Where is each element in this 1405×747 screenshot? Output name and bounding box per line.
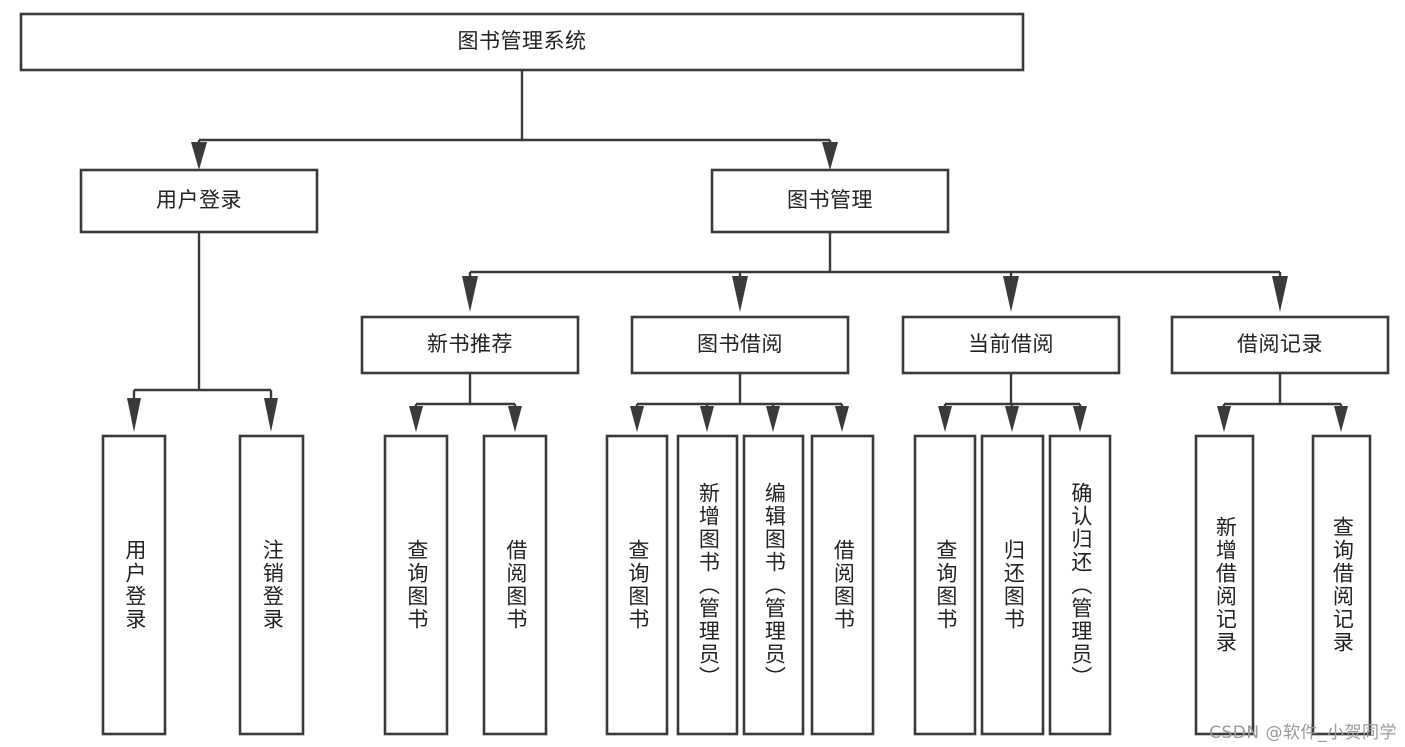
node-box-leaf-user-logout[interactable] bbox=[238, 434, 305, 736]
connector-userlogin-to-leaves bbox=[127, 232, 278, 432]
node-box-book-borrow[interactable] bbox=[630, 315, 850, 375]
connector-currentborrow-to-leaves bbox=[938, 373, 1087, 432]
connector-newbook-to-leaves bbox=[409, 373, 522, 432]
node-box-leaf-borrow-book[interactable] bbox=[810, 434, 875, 736]
node-box-leaf-return-book[interactable] bbox=[980, 434, 1045, 736]
node-box-leaf-add-borrow-record[interactable] bbox=[1194, 434, 1255, 736]
node-box-leaf-query-borrow-record[interactable] bbox=[1311, 434, 1372, 736]
node-box-leaf-query-book-rec[interactable] bbox=[383, 434, 449, 736]
node-box-root[interactable] bbox=[19, 12, 1025, 72]
node-box-leaf-user-login[interactable] bbox=[101, 434, 167, 736]
connector-root-to-level2 bbox=[191, 70, 838, 170]
connector-bookmgmt-to-level3 bbox=[462, 232, 1288, 312]
node-box-user-login[interactable] bbox=[79, 168, 319, 234]
node-box-borrow-records[interactable] bbox=[1170, 315, 1390, 375]
node-box-current-borrow[interactable] bbox=[901, 315, 1121, 375]
node-box-leaf-edit-book-admin[interactable] bbox=[742, 434, 805, 736]
node-box-leaf-query-book-borrow[interactable] bbox=[605, 434, 669, 736]
node-box-new-book-recommend[interactable] bbox=[360, 315, 580, 375]
node-box-leaf-borrow-book-rec[interactable] bbox=[482, 434, 548, 736]
node-box-leaf-add-book-admin[interactable] bbox=[676, 434, 739, 736]
connector-borrowrecords-to-leaves bbox=[1217, 373, 1348, 432]
node-box-book-management[interactable] bbox=[710, 168, 950, 234]
watermark-text: CSDN @软件_小贺同学 bbox=[1209, 723, 1397, 743]
node-box-leaf-confirm-return-admin[interactable] bbox=[1048, 434, 1112, 736]
connector-bookborrow-to-leaves bbox=[630, 373, 849, 432]
node-box-leaf-query-book-cur[interactable] bbox=[913, 434, 977, 736]
